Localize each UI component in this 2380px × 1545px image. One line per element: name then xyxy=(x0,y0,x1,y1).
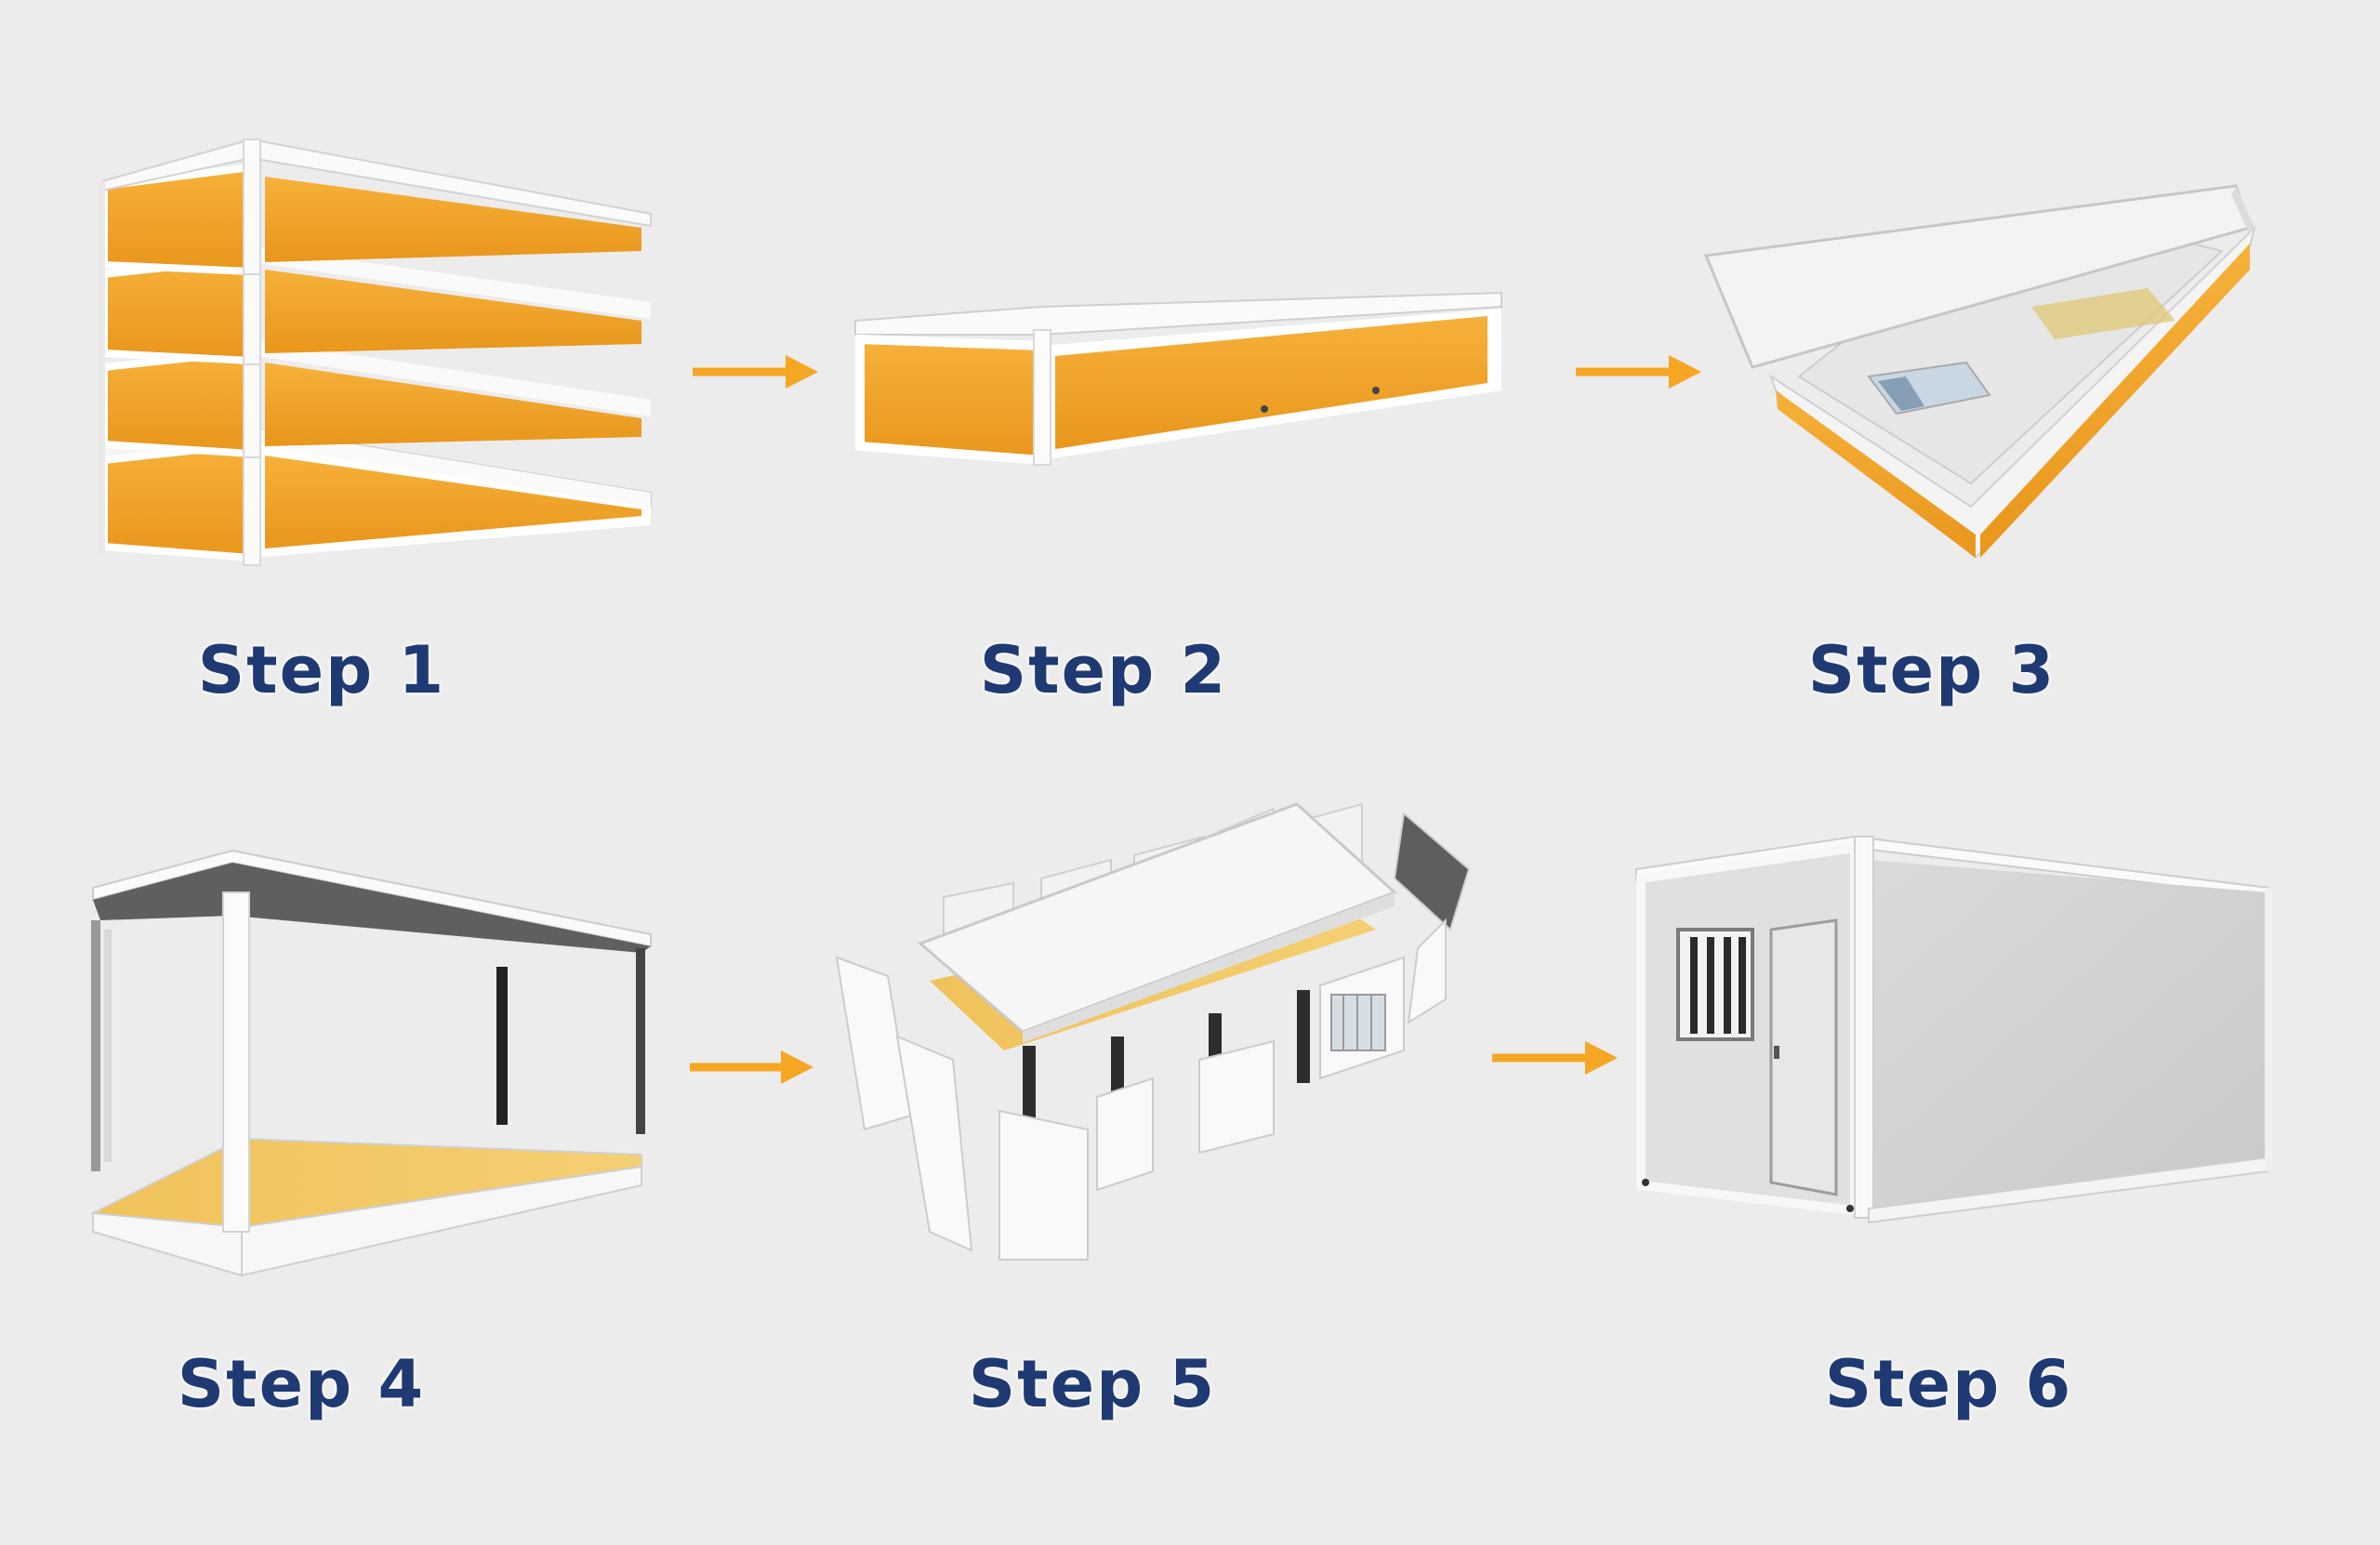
flat-pack-1 xyxy=(100,138,652,276)
step-5-label: Step 5 xyxy=(968,1346,1217,1422)
roof-lifting-icon xyxy=(1703,184,2256,560)
window-icon xyxy=(1330,994,1386,1051)
step-2-label: Step 2 xyxy=(979,632,1228,708)
arrow-right-icon xyxy=(693,355,818,389)
frame-with-posts-icon xyxy=(91,849,652,1277)
arrow-right-icon xyxy=(690,1050,813,1084)
step-1-label: Step 1 xyxy=(197,632,446,708)
arrow-right-icon xyxy=(1492,1041,1618,1075)
step-3-label: Step 3 xyxy=(1807,632,2056,708)
flat-pack-4 xyxy=(100,425,652,566)
wall-panels-icon xyxy=(835,802,1471,1261)
single-flat-pack-icon xyxy=(854,291,1502,466)
step-4-label: Step 4 xyxy=(177,1346,426,1422)
flat-pack-2 xyxy=(100,243,651,365)
door-icon xyxy=(1769,918,1838,1196)
barred-window-icon xyxy=(1676,928,1754,1041)
finished-container-icon xyxy=(1635,835,2272,1224)
arrow-right-icon xyxy=(1576,355,1701,389)
step-6-label: Step 6 xyxy=(1824,1346,2073,1422)
stacked-flat-pack-icon xyxy=(99,138,652,566)
